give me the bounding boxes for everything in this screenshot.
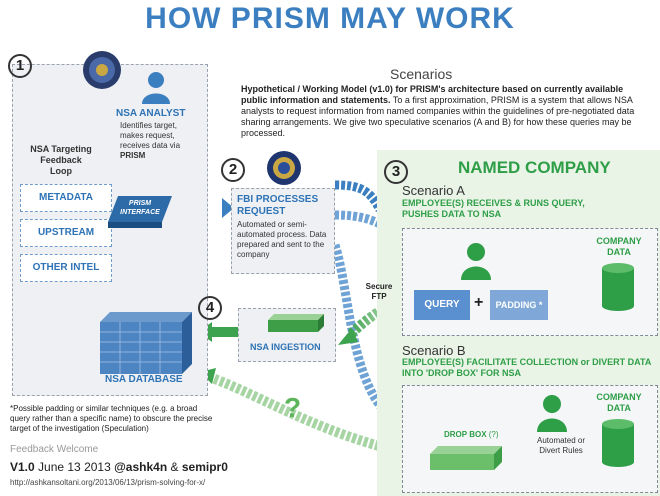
employee-b-icon bbox=[537, 395, 567, 432]
company-data-b-label: COMPANY DATA bbox=[596, 392, 642, 413]
scenario-a-description: EMPLOYEE(S) RECEIVES & RUNS QUERY, PUSHE… bbox=[402, 198, 585, 219]
drop-box-icon bbox=[430, 446, 502, 470]
drop-box-label: DROP BOX (?) bbox=[444, 430, 499, 439]
upstream-source: UPSTREAM bbox=[20, 219, 112, 247]
feedback-note: Feedback Welcome bbox=[10, 444, 99, 455]
credits: V1.0 June 13 2013 @ashk4n & semipr0 bbox=[10, 460, 228, 474]
named-company-header: NAMED COMPANY bbox=[458, 158, 611, 177]
analyst-description: Identifies target, makes request, receiv… bbox=[120, 121, 181, 160]
scenario-b-label: Scenario B bbox=[402, 343, 466, 358]
nsa-ingestion-label: NSA INGESTION bbox=[250, 342, 321, 352]
automated-rules-label: Automated or Divert Rules bbox=[536, 436, 586, 455]
analyst-person-icon bbox=[142, 72, 170, 104]
company-data-b-icon bbox=[602, 419, 634, 467]
scenarios-heading: Scenarios bbox=[390, 66, 453, 82]
fbi-title: FBI PROCESSES REQUEST bbox=[237, 194, 319, 217]
analyst-title: NSA ANALYST bbox=[116, 108, 186, 119]
padding-block: PADDING * bbox=[490, 290, 548, 320]
company-data-a-label: COMPANY DATA bbox=[596, 236, 642, 257]
company-data-a-icon bbox=[602, 263, 634, 311]
plus-sign: + bbox=[474, 294, 484, 311]
metadata-source: METADATA bbox=[20, 184, 112, 212]
query-block: QUERY bbox=[414, 290, 470, 320]
step3-number: 3 bbox=[384, 160, 408, 184]
step4-number: 4 bbox=[198, 296, 222, 320]
step1-number: 1 bbox=[8, 54, 32, 78]
nsa-seal-icon bbox=[83, 51, 121, 89]
nsa-database-icon bbox=[100, 312, 192, 374]
step2-number: 2 bbox=[221, 158, 245, 182]
targeting-loop-title: NSA Targeting Feedback Loop bbox=[30, 144, 92, 177]
ingestion-icon bbox=[268, 314, 324, 332]
scenario-b-description: EMPLOYEE(S) FACILITATE COLLECTION or DIV… bbox=[402, 357, 651, 378]
nsa-database-label: NSA DATABASE bbox=[105, 374, 183, 385]
fbi-seal-icon bbox=[267, 151, 301, 185]
scenario-a-label: Scenario A bbox=[402, 183, 465, 198]
unknown-path-marker: ? bbox=[284, 392, 302, 423]
source-url[interactable]: http://ashkansoltani.org/2013/06/13/pris… bbox=[10, 478, 206, 487]
prism-interface-icon bbox=[108, 196, 172, 228]
page-title: HOW PRISM MAY WORK bbox=[145, 2, 515, 35]
fbi-panel bbox=[231, 188, 335, 274]
padding-footnote: *Possible padding or similar techniques … bbox=[10, 404, 213, 433]
other-intel-source: OTHER INTEL bbox=[20, 254, 112, 282]
secure-ftp-label: Secure FTP bbox=[365, 282, 393, 301]
scenarios-intro: Hypothetical / Working Model (v1.0) for … bbox=[241, 84, 635, 138]
employee-a-icon bbox=[461, 243, 491, 280]
fbi-description: Automated or semi-automated process. Dat… bbox=[237, 220, 327, 259]
